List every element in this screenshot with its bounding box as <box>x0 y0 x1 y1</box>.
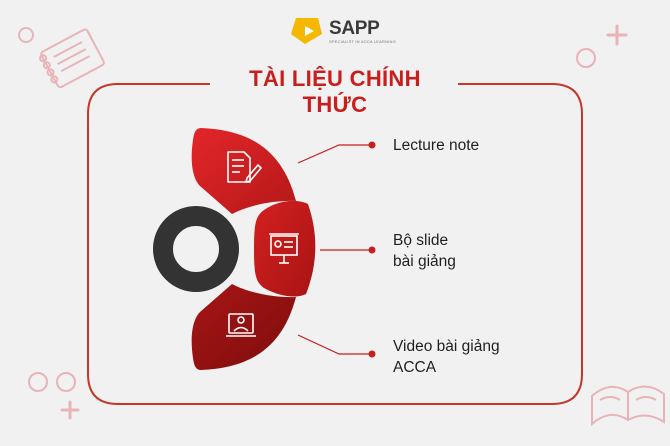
presentation-board-icon <box>269 233 299 264</box>
leader-dot-lecture-note <box>368 141 376 149</box>
leader-line-lecture-note <box>297 144 371 164</box>
content-frame <box>87 83 583 405</box>
decor-plus-bottom-left <box>60 400 80 420</box>
decor-ring-bottom-left-2 <box>56 372 76 392</box>
decor-ring-bottom-left-1 <box>28 372 48 392</box>
video-lesson-icon <box>226 313 256 337</box>
brand-tagline: SPECIALIST IN ACCA LEARNING <box>329 38 396 44</box>
segment-lecture-note <box>191 128 296 214</box>
decor-ring-top-left <box>18 27 34 43</box>
center-ring <box>153 206 239 292</box>
label-line: Video bài giảng <box>393 338 500 355</box>
brand: SAPP SPECIALIST IN ACCA LEARNING <box>293 14 396 48</box>
segment-video <box>191 284 296 370</box>
label-line: Bộ slide <box>393 232 449 249</box>
decor-plus-top-right <box>606 24 628 46</box>
label-lecture-note: Lecture note <box>393 135 479 156</box>
label-line: Lecture note <box>393 137 480 154</box>
sapp-logo-icon <box>291 18 322 44</box>
label-line: bài giảng <box>393 253 456 270</box>
decor-notebook-icon <box>39 28 105 89</box>
decor-open-book-icon <box>591 385 665 427</box>
label-video: Video bài giảng ACCA <box>393 336 500 378</box>
page-title: TÀI LIỆU CHÍNH THỨC <box>249 66 421 117</box>
label-slide: Bộ slide bài giảng <box>393 230 456 272</box>
segment-slide <box>254 200 316 297</box>
brand-name: SAPP <box>329 17 380 39</box>
decor-ring-top-right <box>576 48 596 68</box>
leader-line-video <box>297 334 371 355</box>
document-edit-icon <box>227 151 262 183</box>
label-line: ACCA <box>393 359 437 376</box>
leader-dot-slide <box>368 246 376 254</box>
leader-dot-video <box>368 350 376 358</box>
